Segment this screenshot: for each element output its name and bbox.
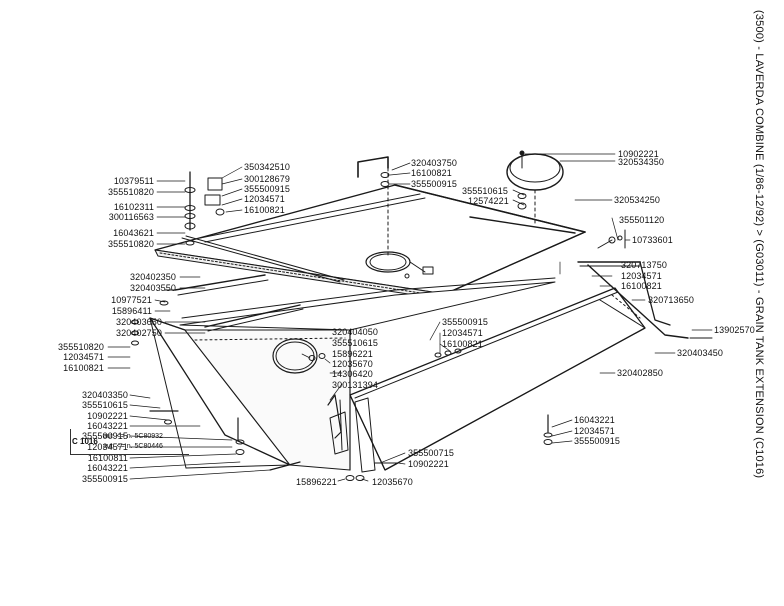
part-number-label: 355510820	[108, 239, 154, 249]
part-number-label: 16100821	[244, 205, 285, 215]
part-number-label: 320403450	[677, 348, 723, 358]
support-rods	[174, 229, 713, 339]
serial-note: aut. <= n. 5C80932	[103, 433, 163, 440]
part-number-label: 355510615	[82, 400, 128, 410]
serial-note-box	[70, 429, 189, 455]
part-number-label: 12034571	[63, 352, 104, 362]
part-number-label: 355500915	[411, 179, 457, 189]
part-number-label: 15896221	[296, 477, 337, 487]
part-number-label: 355500715	[408, 448, 454, 458]
part-number-label: 320403750	[411, 158, 457, 168]
part-number-label: 355510820	[58, 342, 104, 352]
tank-lower-body	[149, 277, 646, 473]
part-number-label: 16100821	[621, 281, 662, 291]
part-number-label: 320402750	[116, 328, 162, 338]
part-number-label: 300131394	[332, 380, 378, 390]
part-number-label: 300116563	[108, 212, 154, 222]
part-number-label: 13902570	[714, 325, 755, 335]
part-number-label: 16100821	[442, 339, 483, 349]
part-number-label: 355510615	[332, 338, 378, 348]
part-number-label: 12574221	[468, 196, 509, 206]
part-number-label: 16100821	[411, 168, 452, 178]
part-number-label: 350342510	[244, 162, 290, 172]
serial-note: aut. <= n. 5C80446	[103, 443, 163, 450]
part-number-label: 10902221	[87, 411, 128, 421]
part-number-label: 12034571	[87, 442, 128, 452]
part-number-label: 300128679	[244, 174, 290, 184]
part-number-label: 16043221	[87, 421, 128, 431]
hardware-fasteners	[131, 171, 553, 481]
leader-lines	[107, 153, 713, 482]
part-number-label: 355500915	[82, 474, 128, 484]
part-number-label: 355500915	[442, 317, 488, 327]
part-number-label: 16100821	[63, 363, 104, 373]
part-number-label: 12034571	[442, 328, 483, 338]
part-number-label: 355510615	[462, 186, 508, 196]
part-number-label: 12035670	[332, 359, 373, 369]
part-number-label: 16102311	[113, 202, 154, 212]
part-number-label: 320403350	[82, 390, 128, 400]
lid-handle	[357, 156, 389, 259]
part-number-label: 15896411	[111, 306, 152, 316]
part-number-label: 16043621	[113, 228, 154, 238]
part-number-label: 320402850	[617, 368, 663, 378]
part-number-label: 320403650	[116, 317, 162, 327]
part-number-label: 355501120	[619, 215, 665, 225]
part-number-label: 15896221	[332, 349, 373, 359]
part-number-label: 16100811	[87, 453, 128, 463]
part-number-label: 10902221	[408, 459, 449, 469]
part-number-label: 10733601	[632, 235, 673, 245]
part-number-label: 355500915	[82, 431, 128, 441]
part-number-label: 320402350	[130, 272, 176, 282]
part-number-label: 16043221	[87, 463, 128, 473]
part-number-label: 320404050	[332, 327, 378, 337]
round-cover	[506, 150, 564, 226]
part-number-label: 12034571	[574, 426, 615, 436]
part-number-label: 10379511	[113, 176, 154, 186]
page-side-title: (3500) - LAVERDA COMBINE (1/86-12/92) > …	[753, 10, 765, 479]
top-extension-panel	[154, 184, 586, 301]
part-number-label: 16043221	[574, 415, 615, 425]
part-number-label: 12034571	[621, 271, 662, 281]
part-number-label: 10977521	[111, 295, 152, 305]
part-number-label: 10902221	[618, 149, 659, 159]
part-number-label: 320403550	[130, 283, 176, 293]
part-number-label: 355500915	[574, 436, 620, 446]
part-number-label: 355510820	[108, 187, 154, 197]
model-label: C 1016	[72, 437, 98, 446]
lid-inspection-hole	[365, 251, 434, 279]
part-number-label: 320534350	[618, 157, 664, 167]
part-number-label: 320534250	[614, 195, 660, 205]
part-number-label: 320713750	[621, 260, 667, 270]
part-number-label: 12034571	[244, 194, 285, 204]
part-number-label: 355500915	[244, 184, 290, 194]
part-number-label: 12035670	[372, 477, 413, 487]
part-number-label: 14306420	[332, 369, 373, 379]
part-number-label: 320713650	[648, 295, 694, 305]
